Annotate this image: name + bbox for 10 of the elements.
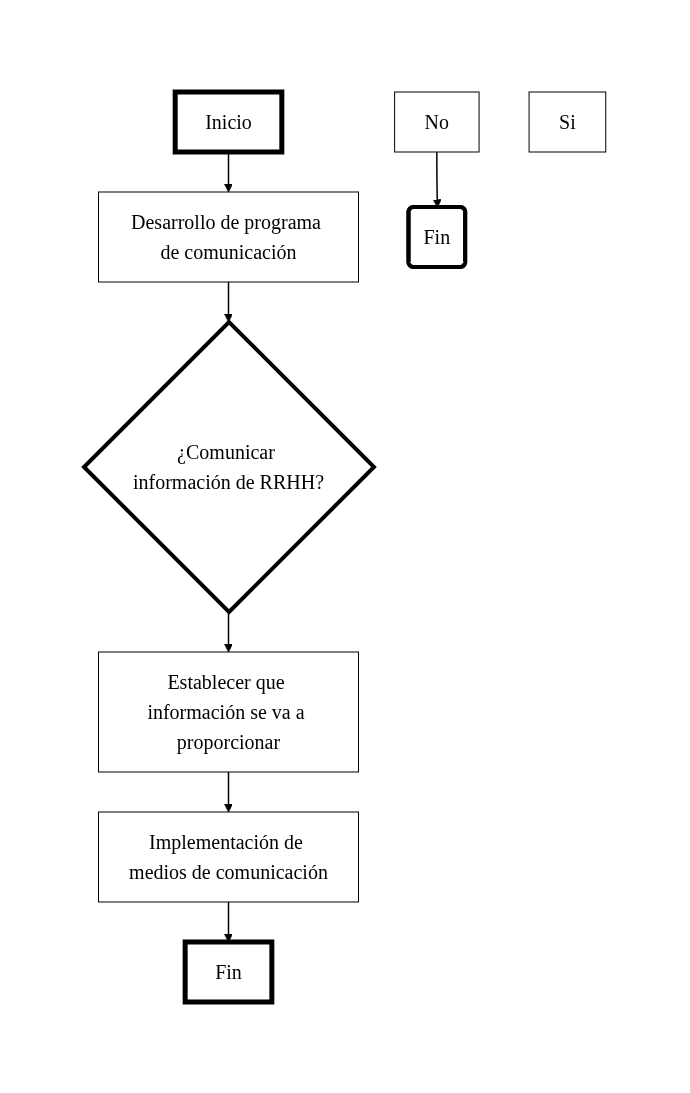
node-box: Establecer que información se va a proporcionar [98,651,360,772]
node-box: Desarrollo de programa de comunicación [98,191,360,282]
arrow [224,280,233,322]
node-box: Si [528,91,607,152]
node-box: Fin [182,939,275,1004]
node-diamond: ¿Comunicar información de RRHH? [81,318,377,615]
node-box: Implementación de medios de comunicación [98,811,360,902]
arrow [224,770,233,812]
node-box: Inicio [172,89,285,154]
node-box: No [394,91,480,152]
